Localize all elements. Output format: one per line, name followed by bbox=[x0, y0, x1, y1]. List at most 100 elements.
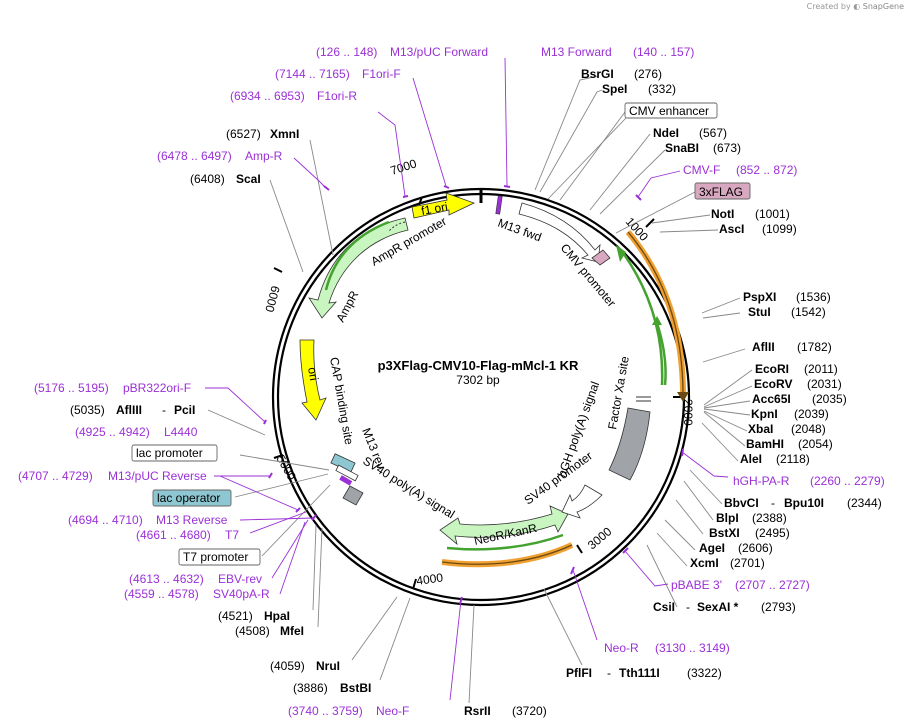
enz-tth111i: Tth111I bbox=[619, 666, 660, 680]
enz-xcmi: XcmI bbox=[690, 556, 719, 570]
primer-ebv-rev: EBV-rev bbox=[218, 572, 262, 586]
enz-afliii-sep: - bbox=[162, 403, 166, 417]
enz-agei: AgeI bbox=[699, 541, 725, 555]
enz-ecori-pos: (2011) bbox=[804, 362, 838, 376]
primer-f1ori-f-pos: (7144 .. 7165) bbox=[275, 67, 350, 81]
primer-t7-pos: (4661 .. 4680) bbox=[136, 528, 211, 542]
cmv-enhancer-label: CMV enhancer bbox=[629, 104, 709, 118]
ampr-orf-line bbox=[324, 220, 390, 291]
enz-csii-pos: (2793) bbox=[761, 600, 796, 614]
enz-snabi-pos: (673) bbox=[713, 141, 741, 155]
enz-spei: SpeI bbox=[602, 82, 627, 96]
cap-site-label: CAP binding site bbox=[327, 356, 356, 446]
hgh-polya-block[interactable] bbox=[608, 407, 651, 481]
tick-4000-mark bbox=[412, 578, 417, 590]
tick-2000: 2000 bbox=[681, 399, 695, 426]
primer-hgh-pa-r-pos: (2260 .. 2279) bbox=[810, 474, 885, 488]
enz-pflfi-sep: - bbox=[607, 666, 611, 680]
enz-stui: StuI bbox=[748, 305, 771, 319]
enz-ecorv: EcoRV bbox=[754, 377, 792, 391]
primer-ebv-rev-pos: (4613 .. 4632) bbox=[129, 572, 204, 586]
enz-blpi-pos: (2388) bbox=[752, 511, 787, 525]
primer-sv40pa-r-pos: (4559 .. 4578) bbox=[124, 587, 199, 601]
ori-label: ori bbox=[305, 366, 321, 382]
lac-operator-box: lac operator bbox=[152, 489, 232, 507]
m13-fwd-mark bbox=[495, 195, 503, 215]
m13-fwd-label: M13 fwd bbox=[496, 216, 543, 245]
tick-5000-mark bbox=[273, 454, 284, 459]
sv40-promoter-arrow[interactable] bbox=[561, 484, 603, 519]
ampr-label: AmpR bbox=[333, 288, 361, 324]
enz-noti-pos: (1001) bbox=[755, 207, 790, 221]
enz-alei-pos: (2118) bbox=[776, 452, 810, 466]
cmv-promoter-arrow[interactable] bbox=[518, 202, 601, 263]
plasmid-size: 7302 bp bbox=[456, 373, 500, 387]
primer-neo-r-pos: (3130 .. 3149) bbox=[655, 641, 730, 655]
enz-ndei: NdeI bbox=[653, 126, 679, 140]
primer-leader-lines bbox=[205, 57, 729, 701]
tick-6000: 6000 bbox=[262, 284, 283, 314]
enz-scai: ScaI bbox=[236, 172, 261, 186]
neor-arrow[interactable] bbox=[439, 505, 569, 546]
credit-brand: SnapGene bbox=[862, 2, 904, 11]
enz-snabi: SnaBI bbox=[665, 141, 699, 155]
primer-m13-rev: M13 Reverse bbox=[156, 513, 228, 527]
f1-ori-label: f1 ori bbox=[420, 200, 449, 218]
plasmid-name: p3XFlag-CMV10-Flag-mMcl-1 KR bbox=[378, 358, 579, 373]
enz-pflfi: PflFI bbox=[566, 666, 592, 680]
primer-l4440-pos: (4925 .. 4942) bbox=[75, 425, 150, 439]
ampr-promoter-label: AmpR promoter bbox=[369, 214, 449, 268]
enz-csii: CsiI bbox=[653, 600, 675, 614]
enz-alei: AleI bbox=[740, 452, 762, 466]
enz-nrui: NruI bbox=[316, 659, 340, 673]
primer-sv40pa-r: SV40pA-R bbox=[213, 587, 270, 601]
f1-ori-arrow[interactable] bbox=[411, 192, 476, 219]
enz-mfei-pos: (4508) bbox=[235, 624, 270, 638]
primer-m13puc-rev-pos: (4707 .. 4729) bbox=[18, 469, 93, 483]
sv40-polya-label-left: SV40 poly(A) signal bbox=[360, 454, 457, 522]
tick-1000-mark bbox=[645, 218, 655, 228]
primer-m13-rev-pos: (4694 .. 4710) bbox=[68, 513, 143, 527]
enz-bpu10i: Bpu10I bbox=[784, 496, 824, 510]
t7-promoter-box: T7 promoter bbox=[178, 548, 261, 566]
leader-lines bbox=[207, 75, 753, 704]
enz-bbvci-pos: (2344) bbox=[847, 496, 882, 510]
enz-bamhi: BamHI bbox=[746, 437, 784, 451]
enz-csii-sep: - bbox=[686, 600, 690, 614]
enz-aflii: AflII bbox=[752, 340, 775, 354]
primer-neo-r: Neo-R bbox=[604, 641, 639, 655]
enz-pspxi-pos: (1536) bbox=[796, 290, 831, 304]
mcl1-orf-orange bbox=[625, 230, 686, 396]
enz-acc65i-pos: (2035) bbox=[812, 392, 847, 406]
enz-kpni: KpnI bbox=[751, 407, 778, 421]
enz-asci-pos: (1099) bbox=[762, 222, 797, 236]
enz-scai-pos: (6408) bbox=[190, 172, 225, 186]
tick-4000: 4000 bbox=[415, 570, 444, 588]
primer-m13puc-fwd: M13/pUC Forward bbox=[390, 45, 488, 59]
enz-bsrgi-pos: (276) bbox=[634, 67, 662, 81]
primer-f1ori-r-pos: (6934 .. 6953) bbox=[230, 89, 305, 103]
enz-pspxi: PspXI bbox=[743, 290, 776, 304]
tick-3000: 3000 bbox=[585, 524, 615, 552]
primer-l4440: L4440 bbox=[164, 425, 198, 439]
primer-ampr-pos: (6478 .. 6497) bbox=[157, 149, 232, 163]
enz-aflii-pos: (1782) bbox=[797, 340, 832, 354]
cmv-enhancer-box: CMV enhancer bbox=[624, 102, 718, 119]
enz-blpi: BlpI bbox=[716, 511, 739, 525]
lac-promoter-box: lac promoter bbox=[131, 444, 218, 462]
enz-pcii: PciI bbox=[174, 403, 195, 417]
enz-bstxi-pos: (2495) bbox=[755, 526, 790, 540]
lac-promoter-label: lac promoter bbox=[136, 446, 203, 460]
ori-arrow[interactable] bbox=[299, 339, 327, 421]
enz-hpai-pos: (4521) bbox=[218, 609, 253, 623]
tick-7000: 7000 bbox=[389, 156, 419, 178]
flag-label: 3xFLAG bbox=[699, 185, 743, 199]
lac-operator-label: lac operator bbox=[157, 491, 220, 505]
primer-cmv-f-pos: (852 .. 872) bbox=[736, 163, 797, 177]
enz-rsrii: RsrII bbox=[464, 704, 491, 718]
enz-nrui-pos: (4059) bbox=[270, 659, 305, 673]
primer-pbabe-pos: (2707 .. 2727) bbox=[735, 578, 810, 592]
enz-rsrii-pos: (3720) bbox=[512, 704, 547, 718]
enz-spei-pos: (332) bbox=[648, 82, 676, 96]
enz-afliii: AflIII bbox=[116, 403, 142, 417]
